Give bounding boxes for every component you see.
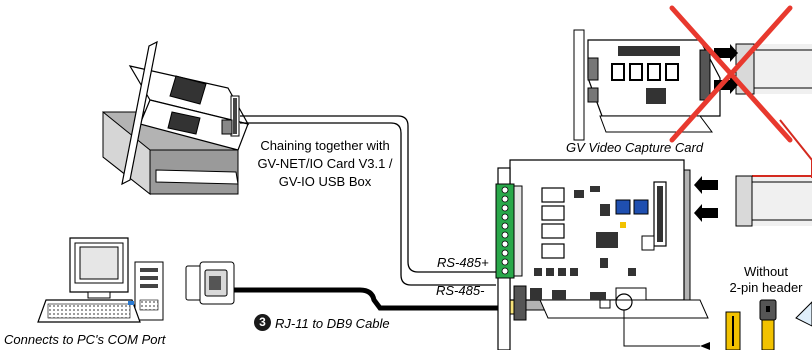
- cable-number-badge: 3: [254, 314, 271, 331]
- no-use-cross: [669, 5, 793, 143]
- pc-computer: [37, 237, 164, 323]
- chain-cable: [240, 115, 496, 286]
- video-capture-card: [573, 29, 721, 141]
- chaining-note-line2: GV-NET/IO Card V3.1 /: [257, 156, 393, 171]
- db9-connector: [185, 261, 235, 305]
- rs485-minus-label: RS-485-: [436, 283, 485, 298]
- without-header-note: Without 2-pin header: [714, 264, 812, 296]
- rj11-db9-cable: [234, 287, 500, 311]
- without-header-line1: Without: [743, 264, 789, 279]
- chaining-note-line3: GV-IO USB Box: [278, 174, 372, 189]
- without-header-line2: 2-pin header: [729, 280, 803, 295]
- jumper-illustration: [700, 299, 812, 350]
- io-card: [495, 159, 709, 350]
- rs485-plus-label: RS-485+: [437, 255, 489, 270]
- ribbon-cable-io: [694, 119, 812, 227]
- chaining-note: Chaining together with GV-NET/IO Card V3…: [241, 137, 409, 191]
- chained-io-card: [102, 40, 250, 196]
- cable-label: RJ-11 to DB9 Cable: [275, 316, 390, 331]
- video-capture-card-label: GV Video Capture Card: [566, 140, 704, 155]
- chaining-note-line1: Chaining together with: [260, 138, 390, 153]
- com-port-label: Connects to PC's COM Port: [4, 332, 166, 347]
